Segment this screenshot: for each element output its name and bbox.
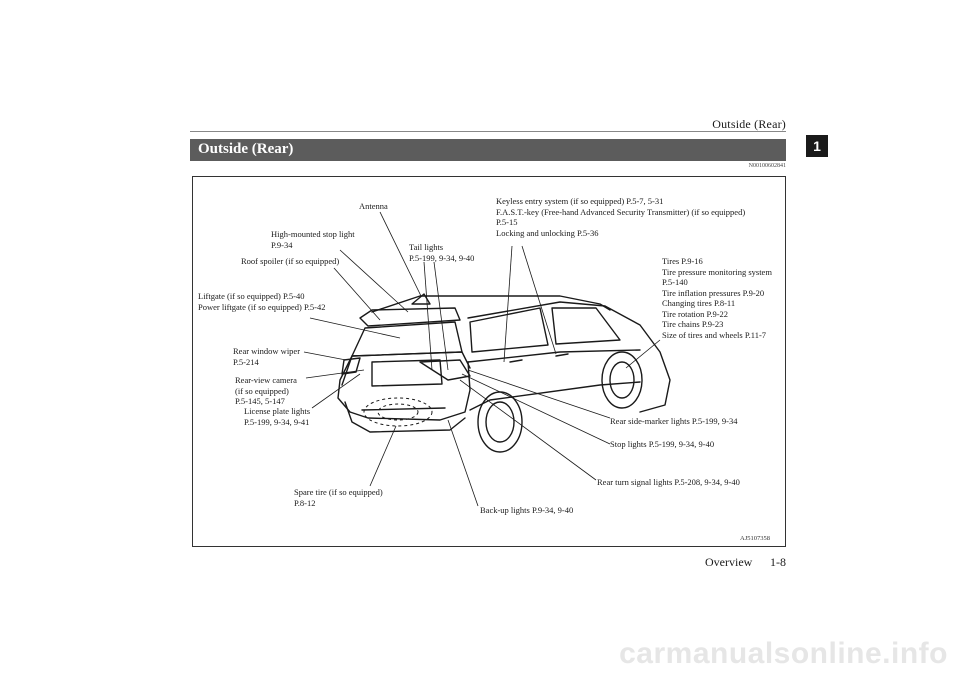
label-line: P.5-199, 9-34, 9-40 bbox=[409, 252, 475, 263]
label-liftgate: Liftgate (if so equipped) P.5-40 Power l… bbox=[198, 291, 325, 312]
label-line: Rear window wiper bbox=[233, 346, 301, 356]
label-rear-side-marker-lights: Rear side-marker lights P.5-199, 9-34 bbox=[610, 416, 738, 426]
label-line: Rear-view camera bbox=[235, 375, 297, 385]
label-tires: Tires P.9-16 Tire pressure monitoring sy… bbox=[662, 256, 772, 340]
section-bar: Outside (Rear) bbox=[190, 139, 786, 161]
label-line: P.5-140 bbox=[662, 277, 688, 287]
chapter-tab: 1 bbox=[806, 135, 828, 157]
label-line: High-mounted stop light bbox=[271, 229, 355, 239]
figure-code: AJ5107358 bbox=[740, 535, 770, 542]
watermark: carmanualsonline.info bbox=[619, 637, 948, 670]
label-antenna: Antenna bbox=[359, 201, 388, 211]
label-keyless-entry: Keyless entry system (if so equipped) P.… bbox=[496, 196, 745, 238]
label-line: Tire pressure monitoring system bbox=[662, 266, 772, 277]
section-title: Outside (Rear) bbox=[198, 141, 294, 157]
label-roof-spoiler: Roof spoiler (if so equipped) bbox=[241, 256, 340, 266]
label-line: Tire chains P.9-23 bbox=[662, 319, 724, 329]
page-header-title: Outside (Rear) bbox=[712, 117, 786, 131]
label-line: (if so equipped) bbox=[235, 385, 289, 396]
document-id: N00100602841 bbox=[748, 163, 786, 169]
label-line: P.5-199, 9-34, 9-41 bbox=[244, 416, 310, 427]
label-spare-tire: Spare tire (if so equipped) P.8-12 bbox=[294, 487, 383, 508]
label-rear-window-wiper: Rear window wiper P.5-214 bbox=[233, 346, 300, 367]
header-rule bbox=[190, 131, 786, 132]
label-rear-view-camera: Rear-view camera (if so equipped) P.5-14… bbox=[235, 375, 297, 407]
label-line: Power liftgate (if so equipped) P.5-42 bbox=[198, 301, 326, 312]
label-line: Tail lights bbox=[409, 242, 444, 252]
footer-section: Overview bbox=[705, 555, 753, 569]
label-line: Tire inflation pressures P.9-20 bbox=[662, 287, 765, 298]
label-line: F.A.S.T.-key (Free-hand Advanced Securit… bbox=[496, 206, 746, 217]
label-license-plate-lights: License plate lights P.5-199, 9-34, 9-41 bbox=[244, 406, 310, 427]
label-backup-lights: Back-up lights P.9-34, 9-40 bbox=[480, 505, 574, 515]
label-line: Locking and unlocking P.5-36 bbox=[496, 227, 599, 238]
label-line: P.8-12 bbox=[294, 497, 316, 508]
label-line: P.5-145, 5-147 bbox=[235, 396, 285, 406]
label-high-mounted-stop-light: High-mounted stop light P.9-34 bbox=[271, 229, 355, 250]
label-stop-lights: Stop lights P.5-199, 9-34, 9-40 bbox=[610, 439, 715, 449]
label-line: Tire rotation P.9-22 bbox=[662, 308, 729, 319]
label-tail-lights: Tail lights P.5-199, 9-34, 9-40 bbox=[409, 242, 474, 263]
label-rear-turn-signal-lights: Rear turn signal lights P.5-208, 9-34, 9… bbox=[597, 477, 740, 487]
label-line: License plate lights bbox=[244, 406, 311, 416]
label-line: Liftgate (if so equipped) P.5-40 bbox=[198, 291, 305, 301]
label-line: P.5-214 bbox=[233, 356, 259, 367]
label-line: Keyless entry system (if so equipped) P.… bbox=[496, 196, 664, 206]
label-line: Changing tires P.8-11 bbox=[662, 298, 736, 308]
label-line: P.9-34 bbox=[271, 239, 293, 250]
label-line: Size of tires and wheels P.11-7 bbox=[662, 329, 767, 340]
label-line: Spare tire (if so equipped) bbox=[294, 487, 383, 497]
label-line: P.5-15 bbox=[496, 217, 518, 227]
label-line: Tires P.9-16 bbox=[662, 256, 703, 266]
figure-frame bbox=[192, 176, 786, 547]
footer-page-number: 1-8 bbox=[770, 555, 786, 569]
